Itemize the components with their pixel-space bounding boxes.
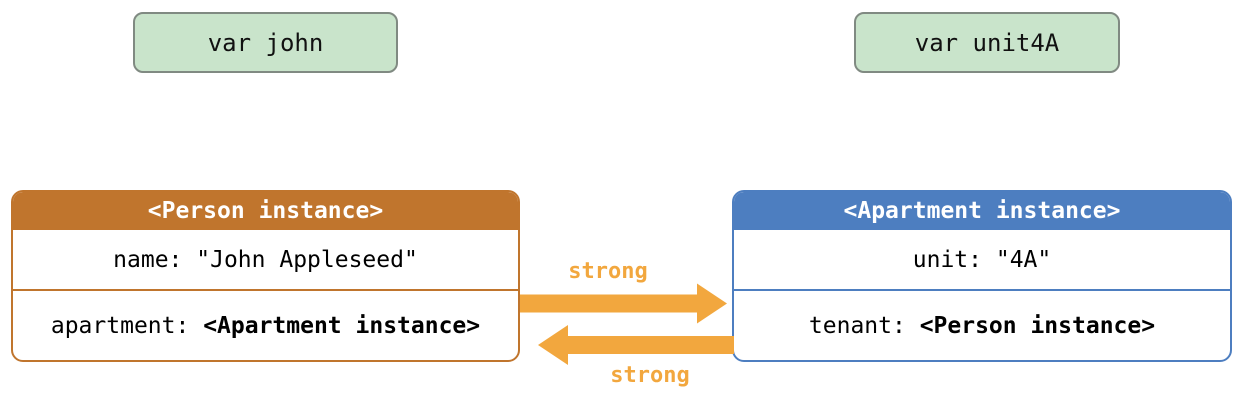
- apartment-unit-row: unit: "4A": [734, 230, 1230, 291]
- apartment-tenant-value: <Person instance>: [919, 312, 1156, 339]
- person-instance-box: <Person instance> name: "John Appleseed"…: [11, 190, 520, 362]
- apartment-unit-label: unit:: [912, 246, 996, 273]
- person-name-row: name: "John Appleseed": [13, 230, 518, 291]
- variable-box-unit4a: var unit4A: [854, 12, 1120, 73]
- apartment-unit-value: "4A": [995, 246, 1052, 273]
- strong-arrow-left-icon: [538, 325, 734, 365]
- strong-label-top: strong: [568, 259, 648, 284]
- apartment-instance-title: <Apartment instance>: [843, 198, 1121, 224]
- person-apartment-label: apartment:: [50, 312, 204, 339]
- person-instance-header: <Person instance>: [13, 192, 518, 230]
- apartment-tenant-label: tenant:: [808, 312, 920, 339]
- person-apartment-value: <Apartment instance>: [203, 312, 481, 339]
- person-instance-title: <Person instance>: [147, 198, 384, 224]
- arrow-right-head: [697, 283, 727, 324]
- apartment-tenant-row: tenant: <Person instance>: [734, 291, 1230, 360]
- variable-box-john: var john: [133, 12, 398, 73]
- variable-john-label: var john: [207, 28, 324, 57]
- strong-reference-arrows: [520, 283, 734, 365]
- person-apartment-row: apartment: <Apartment instance>: [13, 291, 518, 360]
- apartment-instance-box: <Apartment instance> unit: "4A" tenant: …: [732, 190, 1232, 362]
- arrow-left-head: [538, 325, 568, 365]
- arrow-right-shaft: [520, 294, 697, 313]
- strong-arrow-right-icon: [520, 283, 727, 324]
- apartment-instance-header: <Apartment instance>: [734, 192, 1230, 230]
- person-name-label: name:: [113, 246, 197, 273]
- strong-label-bottom: strong: [610, 363, 690, 388]
- variable-unit4a-label: var unit4A: [914, 28, 1060, 57]
- person-name-value: "John Appleseed": [196, 246, 418, 273]
- arrow-left-shaft: [568, 336, 734, 354]
